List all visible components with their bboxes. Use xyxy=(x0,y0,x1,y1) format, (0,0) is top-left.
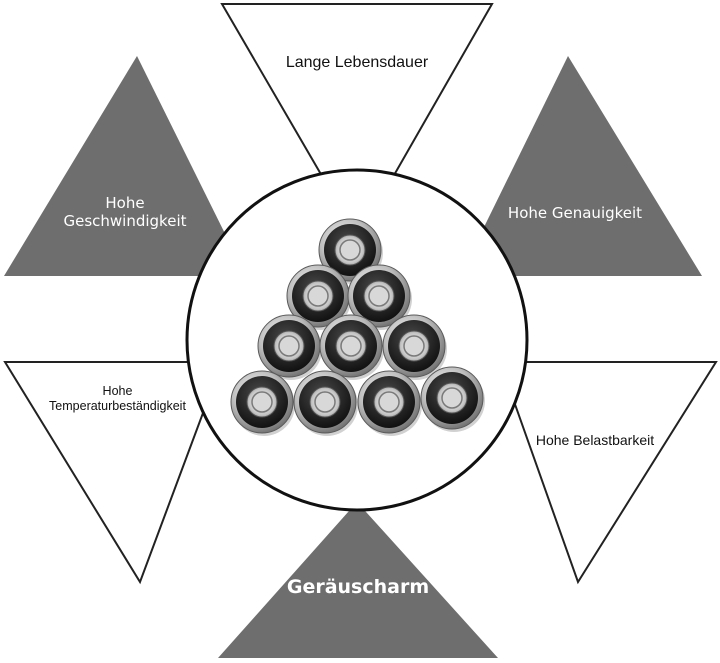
bearing xyxy=(347,264,412,330)
triangle-left-bottom xyxy=(3,361,224,585)
label-bottom: Geräuscharm xyxy=(286,576,430,598)
label-left-top-line1: Hohe xyxy=(105,194,145,212)
label-left-bottom-line2: Temperaturbeständigkeit xyxy=(49,399,186,413)
bearing xyxy=(286,264,351,330)
label-right-top: Hohe Genauigkeit xyxy=(507,204,643,222)
label-left-bottom: Hohe Temperaturbeständigkeit xyxy=(20,384,215,414)
triangle-right-bottom xyxy=(498,361,718,585)
label-top: Lange Lebensdauer xyxy=(285,54,429,71)
bearing xyxy=(230,370,295,436)
triangle-top xyxy=(220,3,494,241)
triangle-left-top xyxy=(4,56,246,276)
bearing xyxy=(293,370,358,436)
bearing xyxy=(319,314,384,380)
bearing xyxy=(318,218,383,284)
triangle-bottom xyxy=(218,502,498,658)
label-right-bottom: Hohe Belastbarkeit xyxy=(535,432,655,448)
label-left-top: Hohe Geschwindigkeit xyxy=(30,194,220,230)
bearing xyxy=(257,314,322,380)
bearing xyxy=(357,370,422,436)
label-left-top-line2: Geschwindigkeit xyxy=(63,212,187,230)
bearings-pyramid xyxy=(230,218,485,436)
label-left-bottom-line1: Hohe xyxy=(102,384,133,398)
triangle-right-top xyxy=(460,56,702,276)
bearing xyxy=(382,314,447,380)
bearing xyxy=(420,366,485,432)
